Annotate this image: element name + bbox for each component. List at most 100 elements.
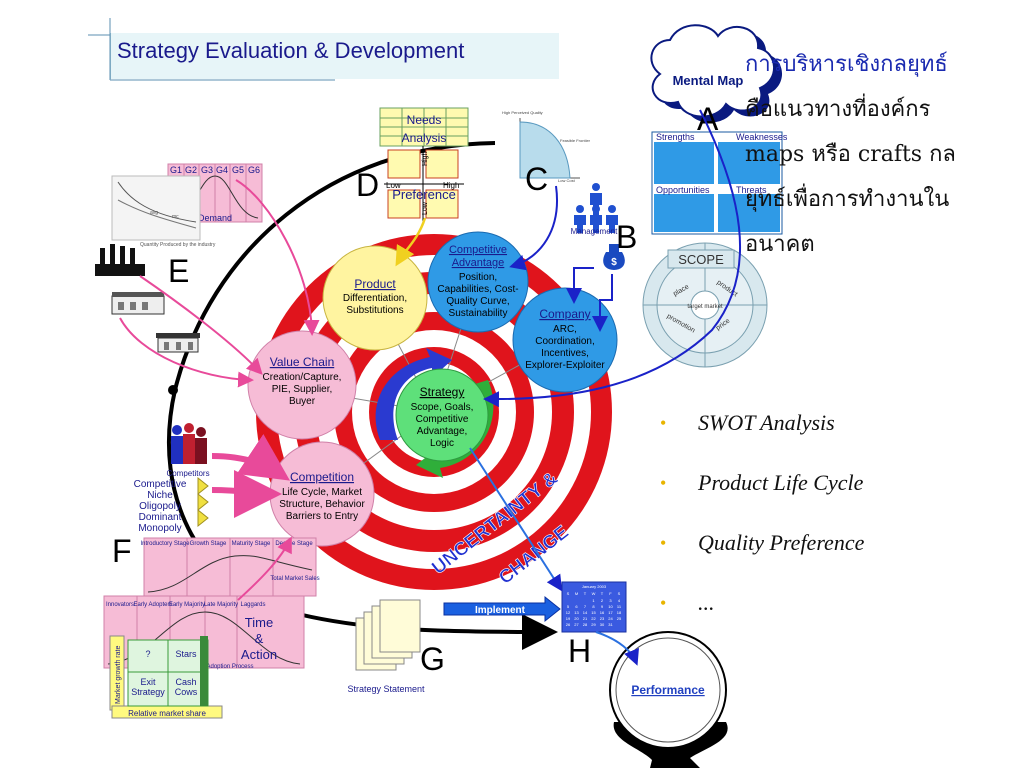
time-l1: Time	[245, 615, 273, 630]
journey-dot	[168, 385, 178, 395]
letter-f: F	[112, 533, 132, 569]
demand-g3: G3	[201, 165, 213, 175]
arrow-demand-valuechain	[235, 179, 320, 336]
calendar-day-cell[interactable]: 20	[574, 616, 579, 621]
bullet-more: ...	[660, 580, 990, 640]
calendar-day-cell[interactable]: 17	[608, 610, 613, 615]
competition-l3: Barriers to Entry	[286, 511, 358, 522]
bullet-plc: Product Life Cycle	[660, 460, 990, 520]
letter-d: D	[356, 167, 379, 203]
valuechain-l1: Creation/Capture,	[263, 372, 342, 383]
calendar-day-cell[interactable]: 18	[617, 610, 622, 615]
calendar-day-header: T	[584, 591, 587, 596]
calendar-day-cell[interactable]: 2	[601, 598, 604, 603]
product-title: Product	[354, 277, 396, 291]
bcg-cash2: Cows	[175, 687, 198, 697]
calendar-title: January 2003	[582, 584, 607, 589]
calendar-day-cell[interactable]: 8	[592, 604, 595, 609]
arrow-factory-valuechain	[139, 275, 263, 375]
calendar-day-cell[interactable]: 9	[601, 604, 604, 609]
calendar-day-cell[interactable]: 10	[608, 604, 613, 609]
advantage-l3: Quality Curve,	[446, 296, 509, 307]
arrow-calendar-performance	[595, 631, 639, 666]
money-bag-icon: $	[603, 244, 625, 270]
calendar-day-cell[interactable]: 15	[591, 610, 596, 615]
company-l1: ARC,	[553, 324, 577, 335]
calendar-day-cell[interactable]: 1	[592, 598, 595, 603]
advantage-title1: Competitive	[449, 244, 507, 256]
arrow-preference-product	[395, 217, 427, 267]
calendar-day-cell[interactable]: 7	[584, 604, 587, 609]
bullet-swot: SWOT Analysis	[660, 400, 990, 460]
factory-icon	[95, 244, 145, 276]
letter-g: G	[420, 641, 445, 677]
strategy-statement-label: Strategy Statement	[347, 684, 425, 694]
calendar-day-cell[interactable]: 14	[583, 610, 588, 615]
calendar-day-cell[interactable]: 5	[567, 604, 570, 609]
mental-map-label: Mental Map	[673, 73, 744, 88]
advantage-l2: Capabilities, Cost-	[437, 284, 518, 295]
calendar-day-cell[interactable]: 29	[591, 622, 596, 627]
calendar-day-cell[interactable]: 16	[600, 610, 605, 615]
title-box: Strategy Evaluation & Development	[110, 33, 559, 79]
calendar-day-cell[interactable]: 19	[566, 616, 571, 621]
bcg-cash1: Cash	[175, 677, 196, 687]
arrow-frontier-advantage	[509, 185, 558, 271]
page-title: Strategy Evaluation & Development	[117, 38, 465, 63]
demand-label: Demand	[198, 213, 232, 223]
demand-g2: G2	[185, 165, 197, 175]
calendar-day-cell[interactable]: 3	[609, 598, 612, 603]
bcg-xaxis: Relative market share	[128, 709, 206, 718]
implement-label: Implement	[475, 605, 526, 616]
advantage-node	[427, 231, 529, 333]
strategy-l4: Logic	[430, 438, 454, 449]
arrow-mentalmap-strategy	[483, 109, 741, 408]
calendar-day-cell[interactable]: 30	[600, 622, 605, 627]
calendar-day-cell[interactable]: 28	[583, 622, 588, 627]
scope-center: target market	[687, 304, 723, 310]
calendar-day-cell[interactable]: 31	[608, 622, 613, 627]
letter-h: H	[568, 633, 591, 669]
strategy-l1: Scope, Goals,	[411, 402, 474, 413]
strategy-statement-docs	[355, 599, 421, 671]
pref-high: High	[443, 181, 459, 190]
adopt-2: Early Majority	[169, 602, 205, 608]
plc-stage-3: Decline Stage	[275, 541, 313, 547]
calendar-day-cell[interactable]: 13	[574, 610, 579, 615]
bcg-exit2: Strategy	[131, 687, 165, 697]
calendar-day-cell[interactable]: 24	[608, 616, 613, 621]
thai-line-4: ยุทธ์เพื่อการทำงานใน	[745, 187, 950, 212]
demand-g6: G6	[248, 165, 260, 175]
calendar-day-cell[interactable]: 22	[591, 616, 596, 621]
calendar-day-cell[interactable]: 23	[600, 616, 605, 621]
bcg-exit1: Exit	[140, 677, 156, 687]
strategy-node	[395, 368, 489, 462]
plc-stage-2: Maturity Stage	[232, 541, 271, 547]
cost-xlabel: Quantity Produced by the industry	[140, 242, 216, 248]
calendar-day-cell[interactable]: 26	[566, 622, 571, 627]
calendar-day-cell[interactable]: 25	[617, 616, 622, 621]
competition-l2: Structure, Behavior	[279, 499, 365, 510]
needs-analysis-box	[379, 107, 469, 147]
cost-curve-chart	[111, 175, 201, 241]
calendar-day-cell[interactable]: 6	[575, 604, 578, 609]
calendar-day-cell[interactable]: 11	[617, 604, 622, 609]
valuechain-title: Value Chain	[270, 355, 335, 369]
swot-opportunities: Opportunities	[656, 185, 710, 195]
calendar-day-header: W	[592, 591, 596, 596]
plc-stage-1: Growth Stage	[190, 541, 227, 547]
calendar-day-cell[interactable]: 21	[583, 616, 588, 621]
valuechain-l3: Buyer	[289, 396, 316, 407]
calendar-day-cell[interactable]: 4	[618, 598, 621, 603]
letter-b: B	[616, 219, 637, 255]
strategy-title: Strategy	[420, 385, 465, 399]
calendar-day-cell[interactable]: 12	[566, 610, 571, 615]
calendar-day-cell[interactable]: 27	[574, 622, 579, 627]
comp-type-4: Monopoly	[138, 523, 181, 534]
arrow-money-company	[592, 274, 613, 332]
thai-line-5: อนาคต	[745, 232, 815, 257]
thai-line-2: คือแนวทางที่องค์กร	[745, 97, 931, 122]
scope-wheel	[642, 242, 768, 368]
performance-label: Performance	[631, 683, 705, 697]
